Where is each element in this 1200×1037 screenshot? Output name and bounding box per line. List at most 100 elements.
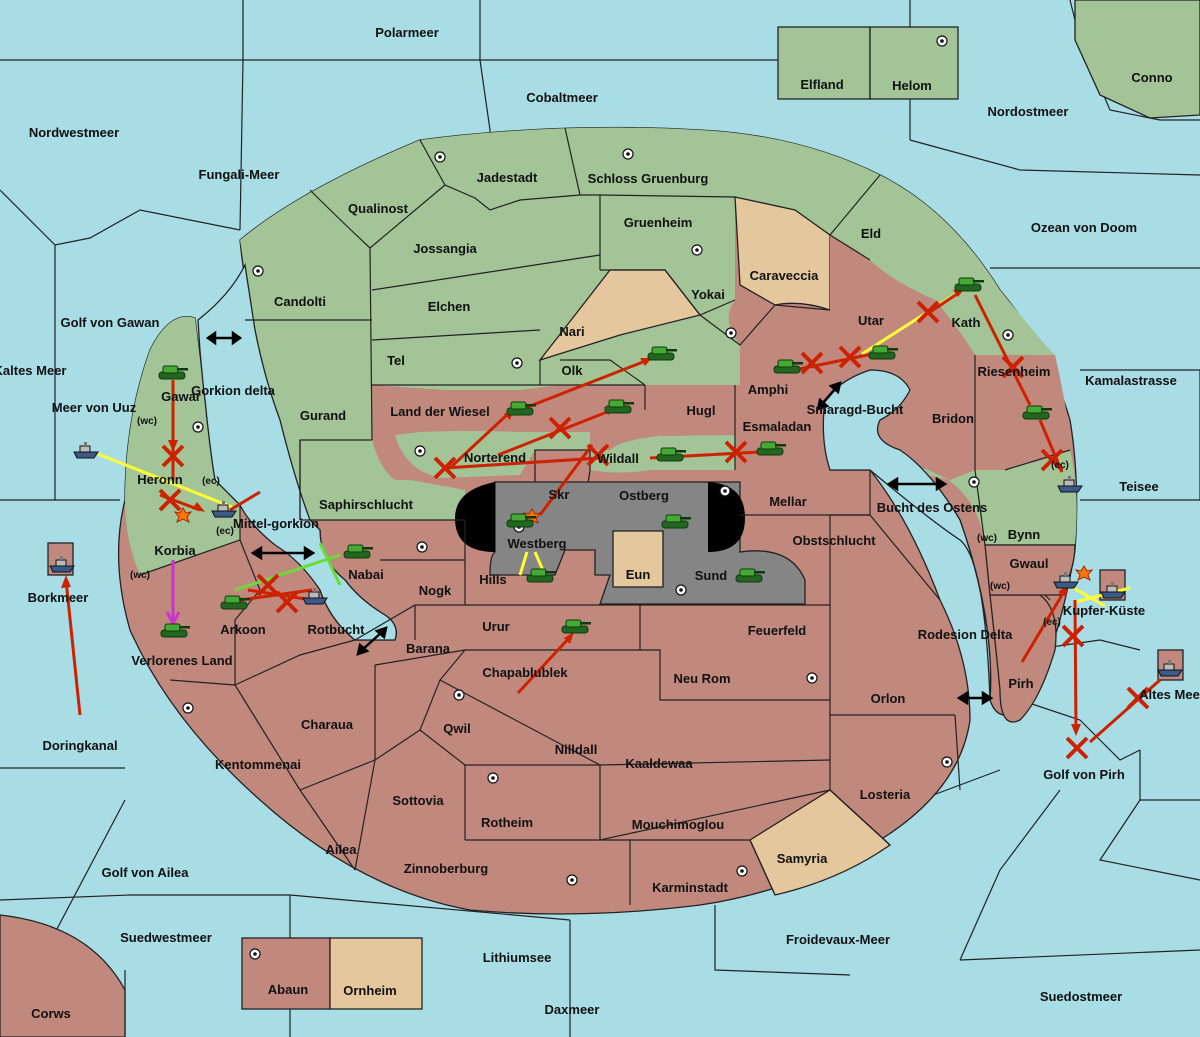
province-label: Gurand: [300, 408, 346, 423]
province-label: Qwil: [443, 721, 470, 736]
province-label: Gawar: [161, 389, 201, 404]
province-label: Wildall: [597, 451, 639, 466]
province-label: Hills: [479, 572, 506, 587]
green-tank-icon: [773, 359, 803, 374]
supply-center-icon: [487, 772, 499, 784]
sea-label: Golf von Pirh: [1043, 767, 1125, 782]
gray-ship-icon: [1057, 476, 1083, 493]
sea-label: Smaragd-Bucht: [807, 402, 904, 417]
support-line: [234, 553, 341, 592]
province-label: Utar: [858, 313, 884, 328]
province-label: Yokai: [691, 287, 725, 302]
province-label: Gruenheim: [624, 215, 693, 230]
coast-tag: (ec): [1051, 460, 1069, 471]
sea-label: Kaltes Meer: [0, 363, 66, 378]
sea-label: Conno: [1131, 70, 1172, 85]
support-line: [1069, 584, 1106, 608]
green-tank-icon: [604, 399, 634, 414]
riesenheim-region: [975, 355, 1070, 470]
green-tank-icon: [160, 623, 190, 638]
gwaul-region: [984, 544, 1076, 596]
province-label: Elchen: [428, 299, 471, 314]
green-tank-icon: [647, 346, 677, 361]
province-label: Nabai: [348, 567, 383, 582]
province-label: Esmaladan: [743, 419, 812, 434]
province-label: Nilldall: [555, 742, 598, 757]
units: [49, 277, 1183, 677]
province-label: Mouchimoglou: [632, 817, 724, 832]
mittelgorkion-water: [197, 262, 397, 641]
province-label: Korbia: [154, 543, 196, 558]
province-label: Land der Wiesel: [390, 404, 490, 419]
province-label: Kentommenai: [215, 757, 301, 772]
province-label: Elfland: [800, 77, 843, 92]
red-x-icon: [1061, 624, 1085, 648]
red-x-icon: [1065, 736, 1089, 760]
corws-island: [0, 914, 126, 1037]
green-tank-icon: [220, 595, 250, 610]
supply-center-icon: [192, 421, 204, 433]
conno-island: [1074, 0, 1200, 119]
province-label: Nari: [559, 324, 584, 339]
eun-region: [612, 530, 664, 588]
supply-center-icon: [453, 689, 465, 701]
province-label: Losteria: [860, 787, 911, 802]
supply-center-icon: [414, 445, 426, 457]
red-x-icon: [275, 590, 299, 614]
double-arrow-icon: [816, 381, 842, 411]
province-label: Feuerfeld: [748, 623, 807, 638]
province-label: Rotheim: [481, 815, 533, 830]
province-label: Orlon: [871, 691, 906, 706]
gray-ship-icon: [211, 501, 237, 518]
sea-label: Borkmeer: [28, 590, 89, 605]
coast-tag: (wc): [990, 581, 1010, 592]
sea-label: Doringkanal: [42, 738, 117, 753]
province-label: Abaun: [268, 982, 309, 997]
smaragd-water: [822, 369, 992, 701]
red-x-icon: [838, 345, 862, 369]
sea-label: Rotbucht: [307, 622, 365, 637]
province-label: Barana: [406, 641, 451, 656]
sea-label: Golf von Gawan: [61, 315, 160, 330]
support-line: [518, 551, 529, 576]
province-label: Sund: [695, 568, 728, 583]
red-x-icon: [724, 440, 748, 464]
supply-center-icon: [416, 541, 428, 553]
province-label: Mellar: [769, 494, 807, 509]
province-label: Amphi: [748, 382, 788, 397]
supply-center-icon: [675, 584, 687, 596]
explosion-icon: [1074, 565, 1094, 582]
province-label: Qualinost: [348, 201, 409, 216]
province-label: Ornheim: [343, 983, 396, 998]
supply-center-icon: [249, 948, 261, 960]
province-label: Ostberg: [619, 488, 669, 503]
red-x-icon: [1001, 355, 1025, 379]
province-label: Chapablublek: [482, 665, 568, 680]
province-label: Jossangia: [413, 241, 477, 256]
red-x-icon: [1040, 448, 1064, 472]
province-label: Caraveccia: [750, 268, 819, 283]
utar-region: [825, 235, 1005, 480]
red-x-icon: [161, 444, 185, 468]
coast-tag: (ec): [216, 526, 234, 537]
red-x-icon: [256, 573, 280, 597]
double-arrow-icon: [886, 476, 948, 492]
red-x-icon: [800, 351, 824, 375]
explosion-icon: [173, 507, 193, 524]
green-tank-icon: [868, 345, 898, 360]
sea-label: Suedostmeer: [1040, 989, 1122, 1004]
ornheim-region: [329, 937, 423, 1010]
coast-tag: (ec): [202, 476, 220, 487]
supply-centers: [182, 35, 1014, 960]
coast-tag: (wc): [137, 416, 157, 427]
province-label: Neu Rom: [673, 671, 730, 686]
sea-label: Bucht des Ostens: [877, 500, 988, 515]
province-label: Bridon: [932, 411, 974, 426]
supply-center-icon: [725, 327, 737, 339]
supply-center-icon: [622, 148, 634, 160]
province-label: Obstschlucht: [792, 533, 876, 548]
sea-label: Rodesion Delta: [918, 627, 1013, 642]
supply-center-icon: [691, 244, 703, 256]
sea-label: Kamalastrasse: [1085, 373, 1177, 388]
supply-center-icon: [936, 35, 948, 47]
